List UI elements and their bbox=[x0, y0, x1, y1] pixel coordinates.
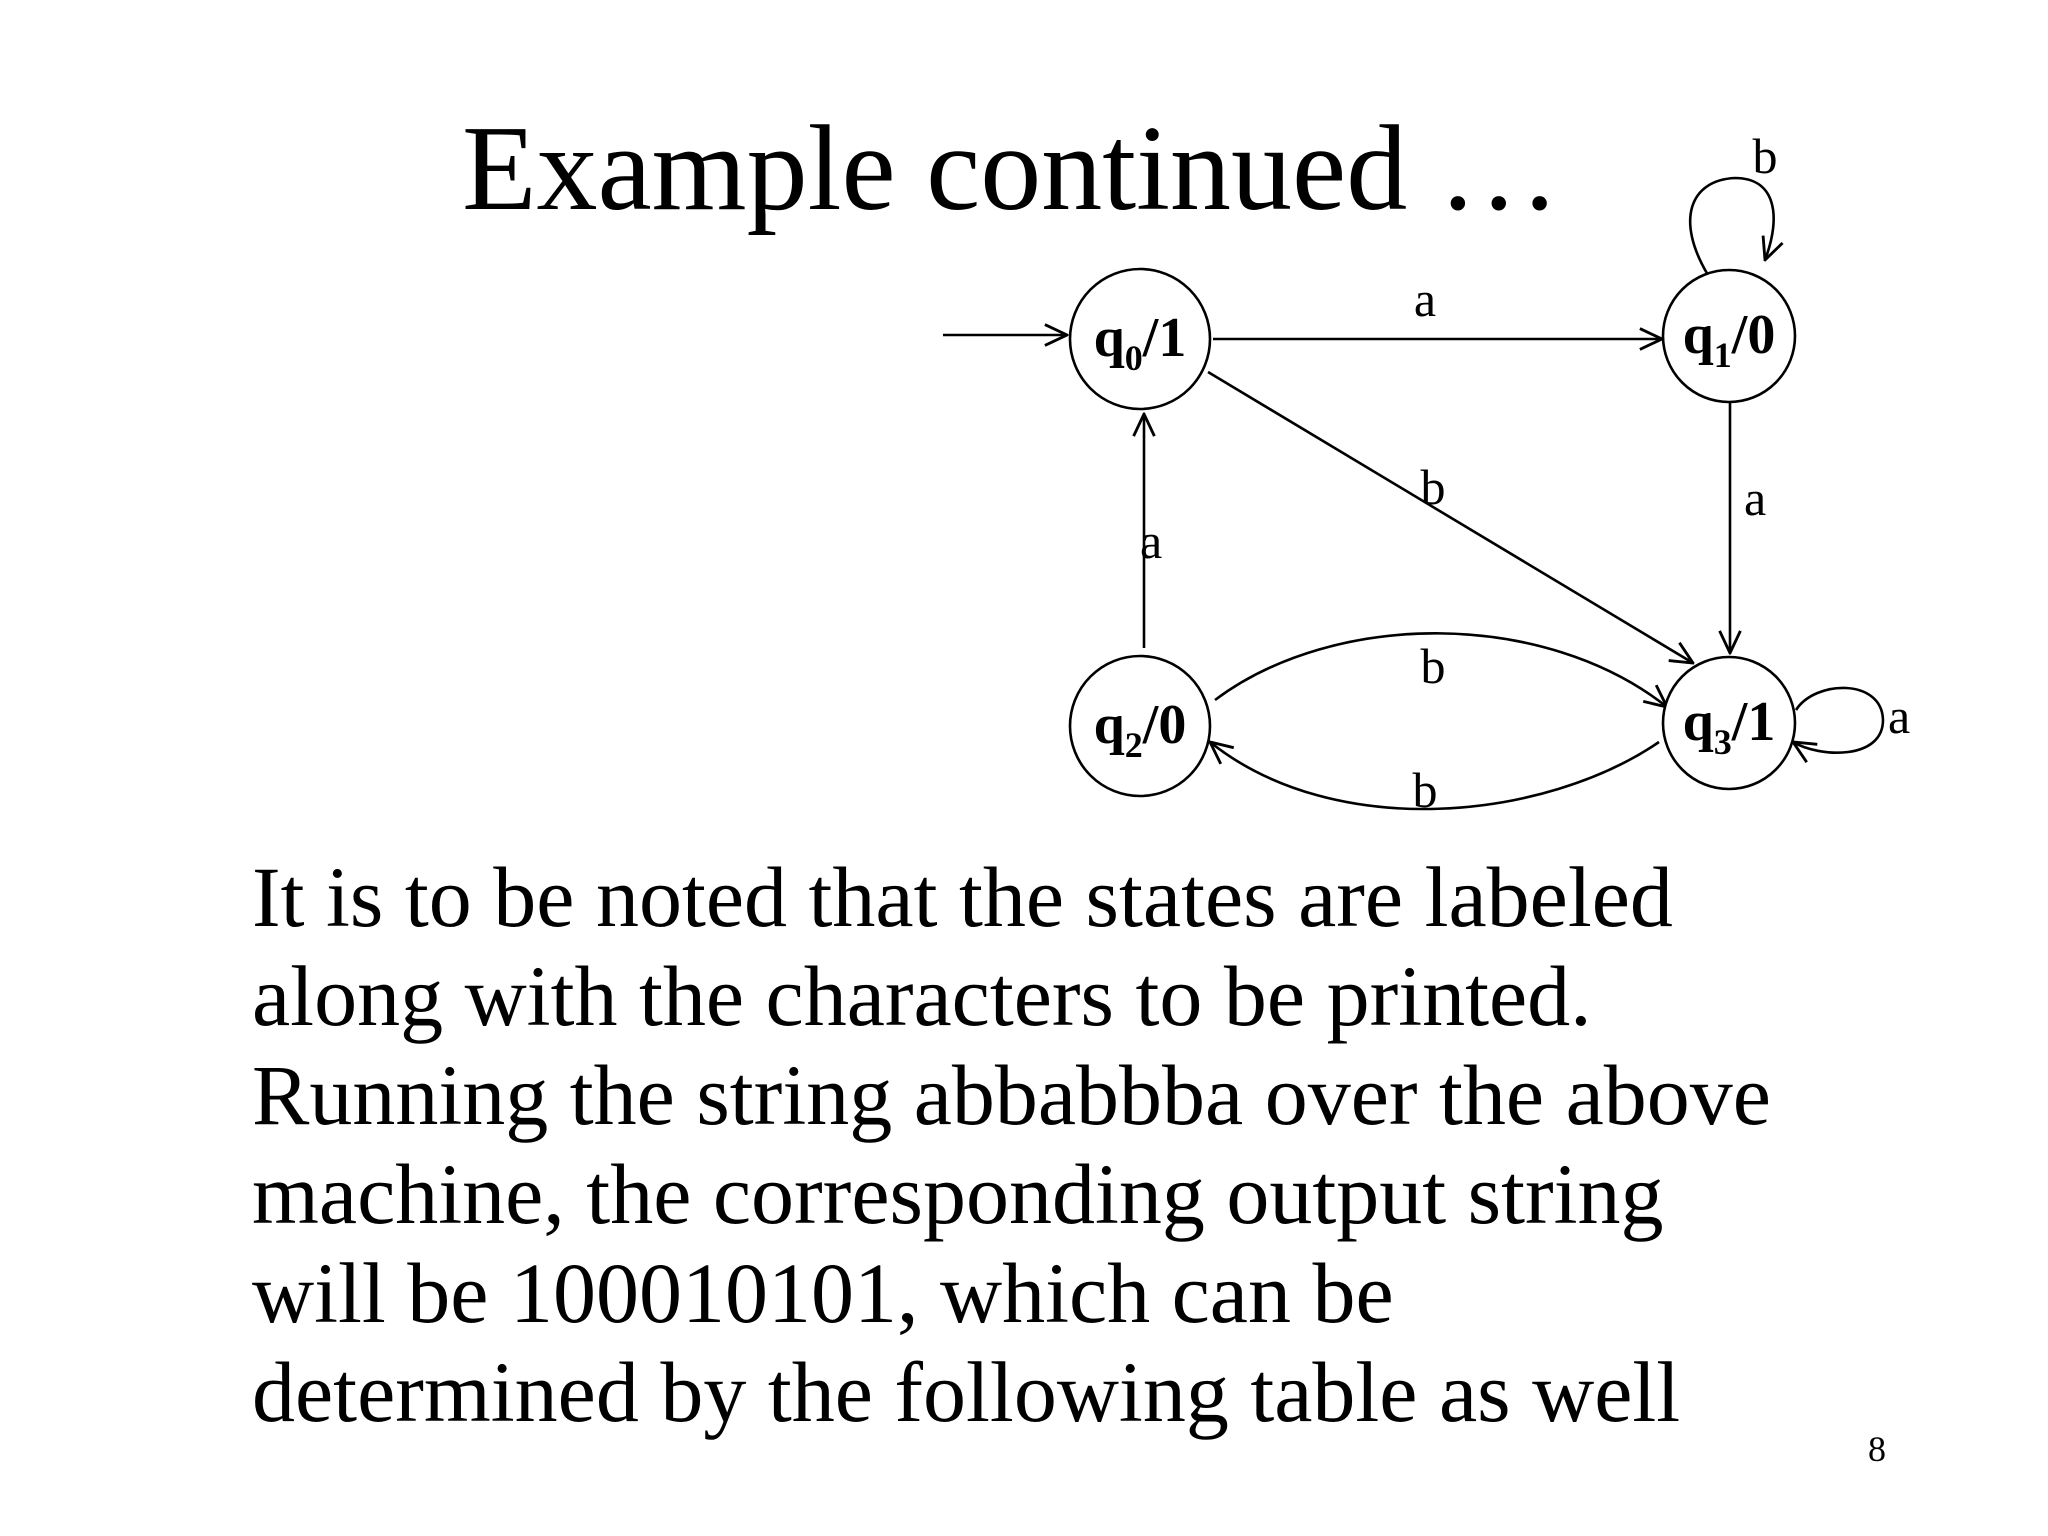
edge-label-q1-q3: a bbox=[1744, 470, 1766, 526]
body-line: determined by the following table as wel… bbox=[252, 1344, 1681, 1440]
state-q2-circle bbox=[1068, 654, 1212, 798]
edge-label-q2-q0: a bbox=[1140, 513, 1162, 569]
edge-label-q0-q1: a bbox=[1414, 271, 1436, 327]
body-line: It is to be noted that the states are la… bbox=[252, 849, 1673, 945]
body-line: will be 100010101, which can be bbox=[252, 1245, 1394, 1341]
state-q2-label: q2/0 bbox=[1094, 694, 1187, 765]
edge-q2-q3 bbox=[1214, 632, 1667, 707]
edge-label-q3-q2: b bbox=[1413, 762, 1438, 818]
slide-title: Example continued … bbox=[462, 101, 1560, 236]
state-q0-label: q0/1 bbox=[1094, 307, 1187, 378]
edge-label-q1-q1: b bbox=[1753, 128, 1778, 184]
edge-q3-q3-loop bbox=[1793, 686, 1885, 753]
state-q3-circle bbox=[1661, 655, 1797, 791]
edge-q0-q3 bbox=[1207, 370, 1693, 663]
edge-label-q3-q3: a bbox=[1888, 688, 1910, 744]
page-number: 8 bbox=[1868, 1429, 1886, 1469]
state-q1-circle bbox=[1661, 268, 1797, 404]
body-line: Running the string abbabbba over the abo… bbox=[252, 1047, 1771, 1143]
state-q1-label: q1/0 bbox=[1683, 304, 1776, 375]
edge-label-q2-q3: b bbox=[1421, 638, 1446, 694]
body-line: machine, the corresponding output string bbox=[252, 1146, 1664, 1242]
edge-label-q0-q3: b bbox=[1421, 459, 1446, 515]
edge-q1-q1-loop bbox=[1688, 176, 1773, 276]
state-q3-label: q3/1 bbox=[1683, 691, 1776, 762]
state-q0-circle bbox=[1068, 267, 1212, 411]
body-line: along with the characters to be printed. bbox=[252, 948, 1592, 1044]
edge-q3-q2 bbox=[1210, 742, 1660, 811]
body-paragraph: It is to be noted that the states are la… bbox=[252, 848, 1771, 1442]
